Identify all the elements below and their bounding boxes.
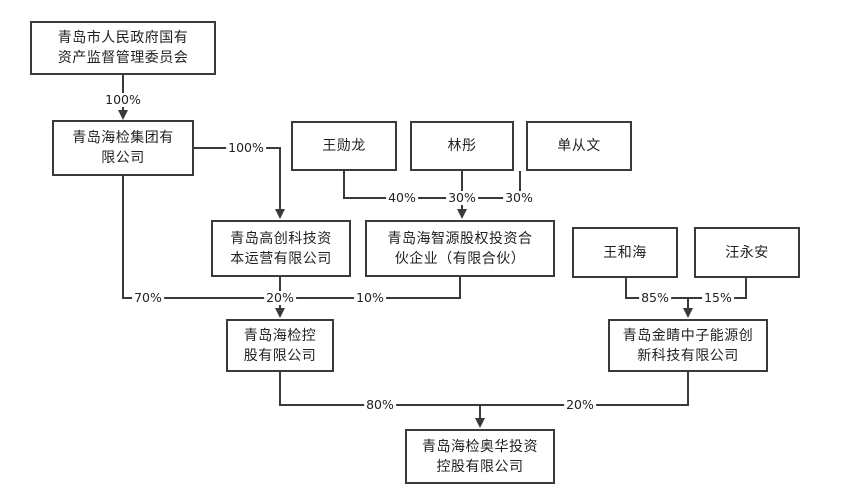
label-holding-to-aohua-pct: 80% (364, 397, 396, 412)
label-gov-to-group-pct: 100% (103, 92, 143, 107)
node-aohua: 青岛海检奥华投资 控股有限公司 (405, 429, 555, 484)
edge-wang-xunlong-to-haizhi (343, 171, 521, 199)
node-haijian-group: 青岛海检集团有 限公司 (52, 120, 194, 176)
node-wang-hehai: 王和海 (572, 227, 678, 278)
edge-holding-to-aohua (279, 372, 689, 406)
label-wang-hehai-pct: 85% (639, 290, 671, 305)
node-gov-sasac: 青岛市人民政府国有 资产监督管理委员会 (30, 21, 216, 75)
node-wang-xunlong: 王勋龙 (291, 121, 397, 171)
label-gaochuang-to-holding-pct: 20% (264, 290, 296, 305)
label-lin-tong-pct: 30% (446, 190, 478, 205)
node-haizhi-partnership: 青岛海智源股权投资合 伙企业（有限合伙） (365, 220, 555, 277)
node-lin-tong: 林彤 (410, 121, 514, 171)
edge-wang-hehai-to-jinjing (625, 278, 747, 299)
label-group-to-holding-pct: 70% (132, 290, 164, 305)
node-haijian-holding: 青岛海检控 股有限公司 (226, 319, 334, 372)
label-wang-yongan-pct: 15% (702, 290, 734, 305)
node-shan-congwen: 单从文 (526, 121, 632, 171)
node-gaochuang: 青岛高创科技资 本运营有限公司 (211, 220, 351, 277)
label-wang-xunlong-pct: 40% (386, 190, 418, 205)
label-group-to-gaochuang-pct: 100% (226, 140, 266, 155)
label-jinjing-to-aohua-pct: 20% (564, 397, 596, 412)
node-wang-yongan: 汪永安 (694, 227, 800, 278)
edge-group-to-gaochuang (194, 147, 285, 219)
label-shan-congwen-pct: 30% (503, 190, 535, 205)
node-jinjing: 青岛金睛中子能源创 新科技有限公司 (608, 319, 768, 372)
label-haizhi-to-holding-pct: 10% (354, 290, 386, 305)
